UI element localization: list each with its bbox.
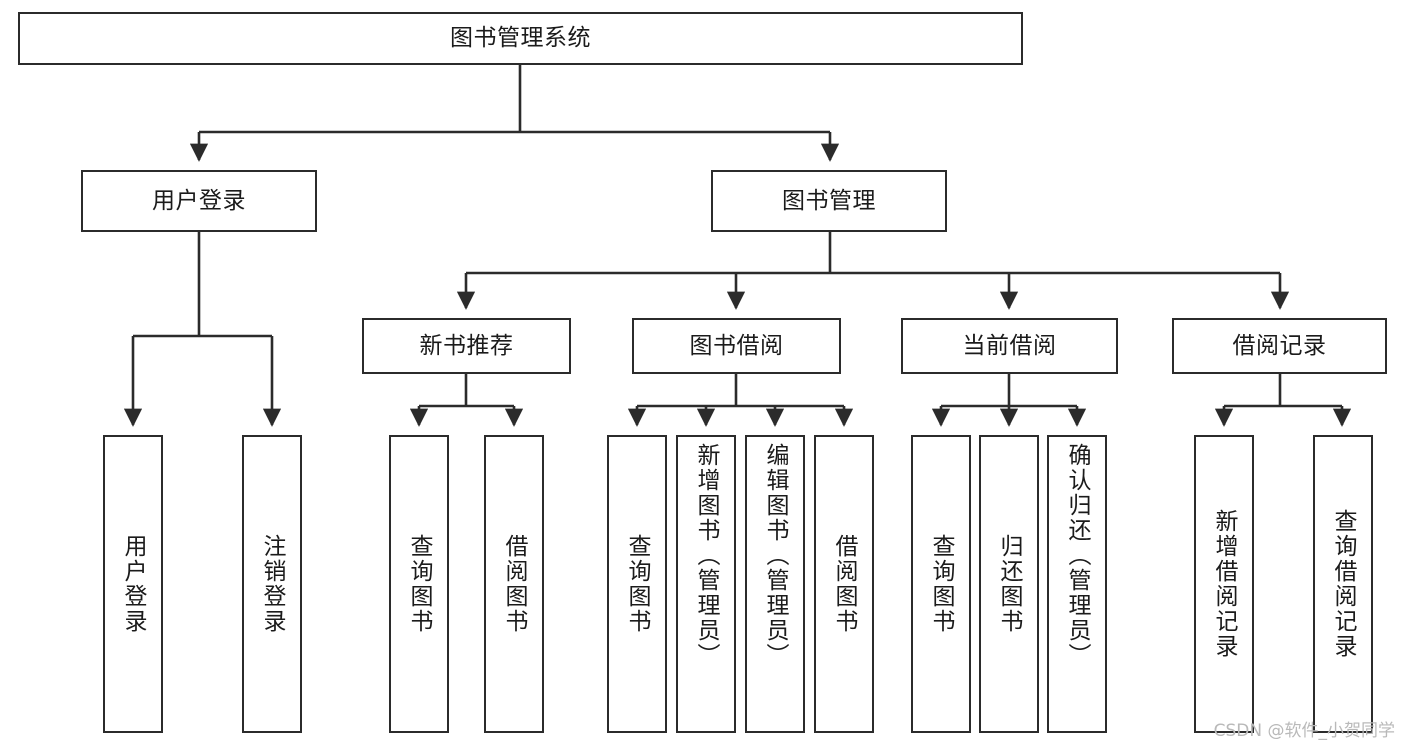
leaf-add-borrow-record-label: 新增借阅记录 — [1211, 509, 1238, 659]
leaf-add-book-admin-label: 新增图书（管理员） — [693, 443, 720, 668]
leaf-return-book-label: 归还图书 — [996, 534, 1023, 634]
node-book-borrow[interactable]: 图书借阅 — [632, 318, 841, 374]
csdn-watermark: CSDN @软件_小贺同学 — [1213, 721, 1395, 741]
leaf-borrow-book-borrow-label: 借阅图书 — [831, 534, 858, 634]
node-user-login[interactable]: 用户登录 — [81, 170, 317, 232]
node-new-book-recommend-label: 新书推荐 — [419, 332, 514, 359]
leaf-borrow-book-borrow[interactable]: 借阅图书 — [814, 435, 874, 733]
leaf-add-book-admin[interactable]: 新增图书（管理员） — [676, 435, 736, 733]
leaf-logout-login[interactable]: 注销登录 — [242, 435, 302, 733]
leaf-add-borrow-record[interactable]: 新增借阅记录 — [1194, 435, 1254, 733]
leaf-edit-book-admin[interactable]: 编辑图书（管理员） — [745, 435, 805, 733]
leaf-borrow-book-new[interactable]: 借阅图书 — [484, 435, 544, 733]
node-root-system-label: 图书管理系统 — [450, 25, 591, 52]
node-root-system[interactable]: 图书管理系统 — [18, 12, 1023, 65]
node-new-book-recommend[interactable]: 新书推荐 — [362, 318, 571, 374]
leaf-logout-login-label: 注销登录 — [259, 534, 286, 634]
leaf-user-login-label: 用户登录 — [120, 534, 147, 634]
leaf-user-login[interactable]: 用户登录 — [103, 435, 163, 733]
node-current-borrow[interactable]: 当前借阅 — [901, 318, 1118, 374]
leaf-query-borrow-record[interactable]: 查询借阅记录 — [1313, 435, 1373, 733]
node-book-management-label: 图书管理 — [782, 187, 876, 214]
node-user-login-label: 用户登录 — [152, 187, 246, 214]
leaf-confirm-return-admin-label: 确认归还（管理员） — [1064, 443, 1091, 668]
leaf-return-book[interactable]: 归还图书 — [979, 435, 1039, 733]
leaf-query-book-current-label: 查询图书 — [928, 534, 955, 634]
leaf-query-book-new[interactable]: 查询图书 — [389, 435, 449, 733]
leaf-query-book-borrow-label: 查询图书 — [624, 534, 651, 634]
leaf-query-borrow-record-label: 查询借阅记录 — [1330, 509, 1357, 659]
node-borrow-record[interactable]: 借阅记录 — [1172, 318, 1387, 374]
leaf-confirm-return-admin[interactable]: 确认归还（管理员） — [1047, 435, 1107, 733]
node-book-management[interactable]: 图书管理 — [711, 170, 947, 232]
leaf-borrow-book-new-label: 借阅图书 — [501, 534, 528, 634]
leaf-query-book-current[interactable]: 查询图书 — [911, 435, 971, 733]
leaf-edit-book-admin-label: 编辑图书（管理员） — [762, 443, 789, 668]
node-borrow-record-label: 借阅记录 — [1232, 332, 1327, 359]
leaf-query-book-borrow[interactable]: 查询图书 — [607, 435, 667, 733]
leaf-query-book-new-label: 查询图书 — [406, 534, 433, 634]
node-book-borrow-label: 图书借阅 — [689, 332, 784, 359]
node-current-borrow-label: 当前借阅 — [962, 332, 1057, 359]
